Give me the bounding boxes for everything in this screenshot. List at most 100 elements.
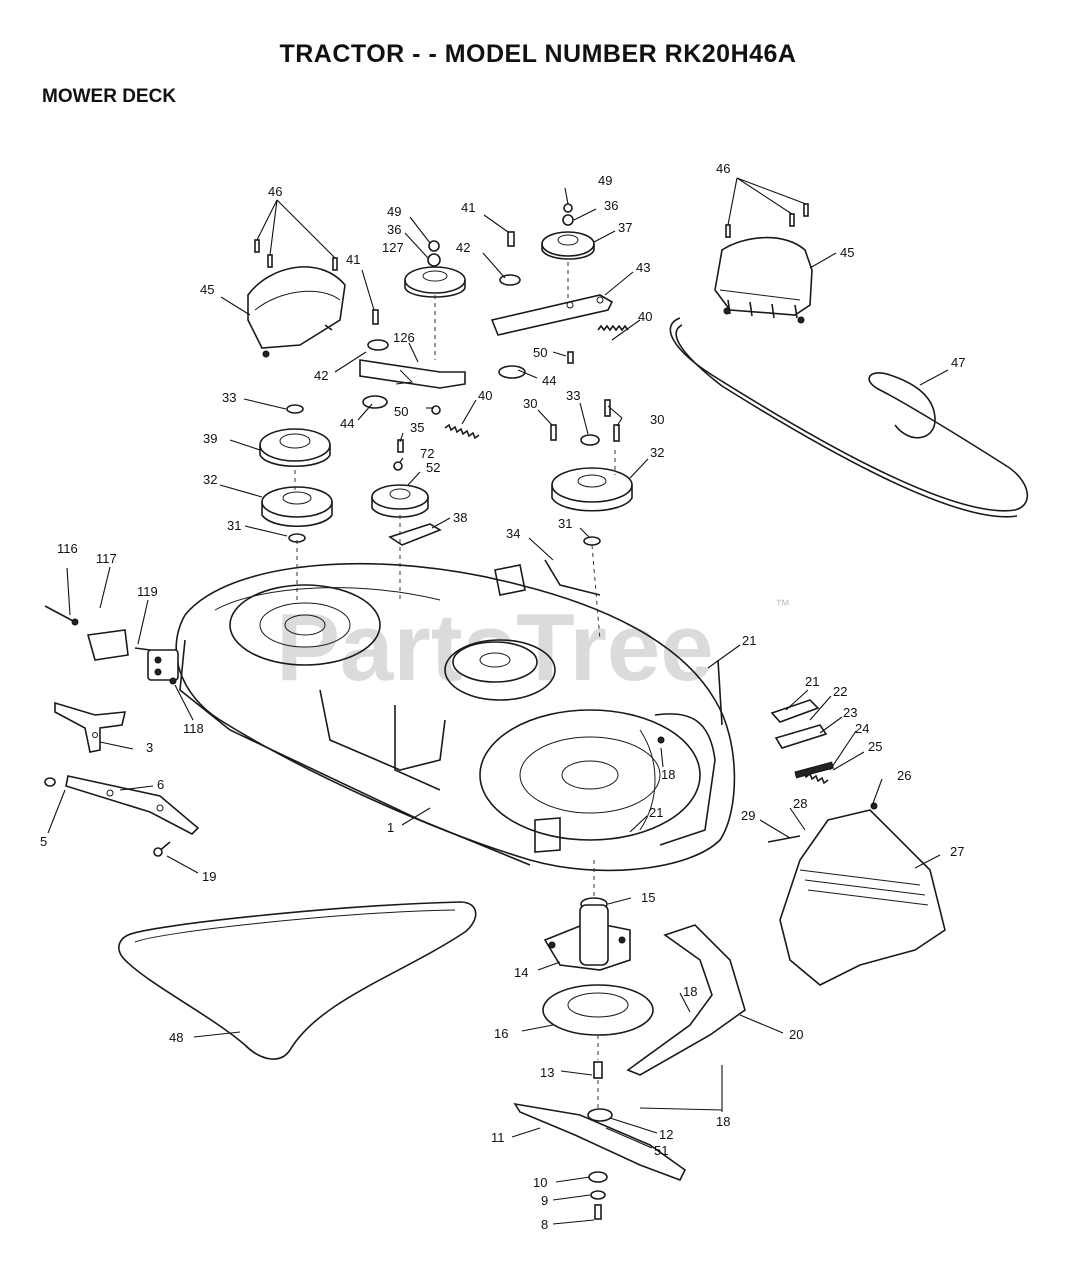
callout-27: 27	[950, 844, 964, 859]
section-title: MOWER DECK	[42, 86, 177, 107]
spring-40-upper	[597, 324, 629, 332]
callout-26: 26	[897, 768, 911, 783]
callout-117: 117	[96, 551, 117, 566]
callout-43: 43	[636, 260, 650, 275]
callout-50: 50	[394, 404, 408, 419]
callout-16: 16	[494, 1026, 508, 1041]
leader-lines	[47, 177, 949, 1225]
callout-18: 18	[661, 767, 675, 782]
callout-21: 21	[649, 805, 663, 820]
page-title: TRACTOR - - MODEL NUMBER RK20H46A	[279, 40, 797, 68]
callout-33: 33	[566, 388, 580, 403]
assembly-guides	[294, 262, 616, 1110]
callout-33: 33	[222, 390, 236, 405]
spindle-assembly	[542, 897, 654, 1036]
callout-30: 30	[650, 412, 664, 427]
bracket-38	[388, 523, 442, 546]
callout-116: 116	[57, 541, 78, 556]
callout-42: 42	[314, 368, 328, 383]
callout-31: 31	[227, 518, 241, 533]
callout-119: 119	[137, 584, 158, 599]
watermark-trademark: ™	[775, 597, 790, 614]
callout-47: 47	[951, 355, 965, 370]
blade-assembly	[513, 1061, 687, 1220]
callout-23: 23	[843, 705, 857, 720]
callout-127: 127	[382, 240, 404, 255]
callout-38: 38	[453, 510, 467, 525]
callout-labels: 46 49 36 127 41 42 49 36 37 43 46 45 45 …	[40, 161, 965, 1232]
callout-49: 49	[387, 204, 401, 219]
callout-50: 50	[533, 345, 547, 360]
pulley-32-left	[261, 486, 333, 528]
callout-41: 41	[461, 200, 475, 215]
baffle	[626, 924, 746, 1076]
callout-30: 30	[523, 396, 537, 411]
callout-44: 44	[340, 416, 354, 431]
callout-34: 34	[506, 526, 520, 541]
callout-32: 32	[650, 445, 664, 460]
callout-10: 10	[533, 1175, 547, 1190]
pulley-52	[371, 484, 429, 518]
callout-44: 44	[542, 373, 556, 388]
callout-37: 37	[618, 220, 632, 235]
callout-35: 35	[410, 420, 424, 435]
callout-6: 6	[157, 777, 164, 792]
belt-47	[669, 317, 1029, 518]
callout-22: 22	[833, 684, 847, 699]
callout-40: 40	[638, 309, 652, 324]
callout-41: 41	[346, 252, 360, 267]
callout-12: 12	[659, 1127, 673, 1142]
pulley-32-right	[551, 467, 633, 512]
callout-39: 39	[203, 431, 217, 446]
callout-18: 18	[683, 984, 697, 999]
callout-15: 15	[641, 890, 655, 905]
left-pulley-cover	[247, 266, 346, 358]
callout-40: 40	[478, 388, 492, 403]
callout-19: 19	[202, 869, 216, 884]
callout-42: 42	[456, 240, 470, 255]
callout-126: 126	[393, 330, 415, 345]
callout-52: 52	[426, 460, 440, 475]
callout-5: 5	[40, 834, 47, 849]
callout-14: 14	[514, 965, 528, 980]
right-linkage	[657, 659, 834, 785]
callout-72: 72	[420, 446, 434, 461]
callout-48: 48	[169, 1030, 183, 1045]
right-pulley-cover	[714, 236, 813, 324]
pulley-37	[541, 231, 595, 260]
callout-46: 46	[716, 161, 730, 176]
left-linkage	[44, 605, 200, 857]
hardware	[254, 203, 809, 546]
callout-28: 28	[793, 796, 807, 811]
callout-31: 31	[558, 516, 572, 531]
callout-21: 21	[742, 633, 756, 648]
callout-3: 3	[146, 740, 153, 755]
callout-32: 32	[203, 472, 217, 487]
callout-36: 36	[604, 198, 618, 213]
idler-arm-43	[490, 294, 614, 336]
callout-49: 49	[598, 173, 612, 188]
callout-11: 11	[491, 1130, 505, 1145]
callout-29: 29	[741, 808, 755, 823]
idler-bracket-126	[359, 359, 466, 389]
callout-8: 8	[541, 1217, 548, 1232]
pulley-39	[259, 428, 331, 468]
callout-21: 21	[805, 674, 819, 689]
callout-18: 18	[716, 1114, 730, 1129]
discharge-chute	[767, 802, 946, 986]
callout-118: 118	[183, 721, 204, 736]
pulley-127	[404, 266, 466, 298]
callout-24: 24	[855, 721, 869, 736]
mower-deck-shell	[147, 562, 736, 872]
callout-36: 36	[387, 222, 401, 237]
belt-48	[118, 901, 477, 1060]
idler-arm-34	[544, 559, 601, 596]
callout-45: 45	[200, 282, 214, 297]
callout-25: 25	[868, 739, 882, 754]
callout-51: 51	[654, 1143, 668, 1158]
callout-20: 20	[789, 1027, 803, 1042]
callout-1: 1	[387, 820, 394, 835]
callout-45: 45	[840, 245, 854, 260]
spring-40-lower	[444, 423, 480, 440]
